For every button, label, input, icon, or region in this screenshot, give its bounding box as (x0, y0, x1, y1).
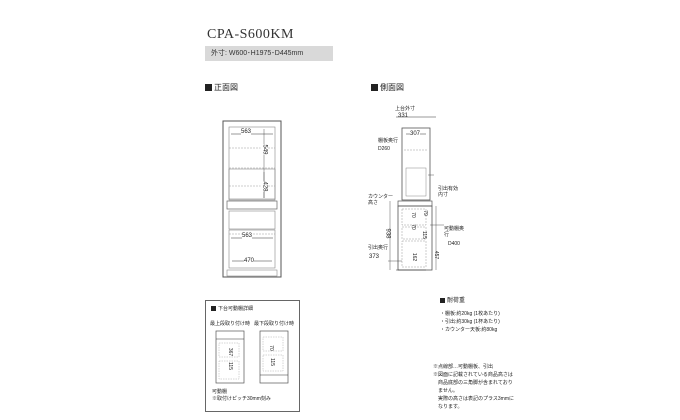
side-dim-4: 115 (420, 231, 427, 239)
side-view-heading: 側面図 (371, 82, 404, 93)
load-item-shelf: ・棚板:約20kg (1枚あたり) (440, 311, 500, 317)
side-dim-2: 70 (409, 224, 416, 230)
detail-movable-label: 可動棚 (212, 389, 228, 395)
detail-dim-6: 115 (268, 358, 275, 366)
front-bottom-width: 470 (244, 258, 255, 265)
note-line: ※図面に記載されている商品高さは (433, 372, 513, 378)
square-bullet-icon (211, 306, 216, 311)
inner-depth: 307 (410, 131, 421, 138)
front-view-title: 正面図 (214, 83, 238, 92)
detail-col1-label: 最上段取り付け時 (210, 321, 251, 327)
square-bullet-icon (205, 84, 212, 91)
movable-shelf-detail-box: 下台可動棚詳細 最上段取り付け時 最下段取り付け時 367 115 70 115… (205, 300, 300, 412)
notes-block: ※点線部…可動棚板、引出 ※図面に記載されている商品高さは 商品底部の三角脚が含… (433, 363, 514, 411)
detail-dim-2: 115 (226, 362, 233, 370)
note-line: 実際の高さは表記のプラス3mmに (433, 396, 515, 402)
front-lower-width: 563 (242, 233, 253, 240)
note-line: ※点線部…可動棚板、引出 (433, 364, 494, 370)
side-view-drawing (388, 116, 444, 271)
outer-dimensions: 外寸: W600･H1975･D445mm (205, 46, 333, 61)
counter-height-label: カウンター高さ (368, 194, 394, 206)
front-view-heading: 正面図 (205, 82, 238, 93)
detail-heading: 下台可動棚詳細 (211, 306, 253, 312)
shelf-depth-label: 棚板奥行 (378, 138, 399, 144)
model-title: CPA-S600KM (207, 27, 294, 42)
side-dim-3: 70 (409, 212, 416, 218)
detail-col2-label: 最下段取り付け時 (254, 321, 295, 327)
detail-dim-5: 70 (267, 345, 274, 351)
load-heading-text: 耐荷重 (447, 298, 466, 304)
detail-heading-text: 下台可動棚詳細 (218, 306, 254, 312)
detail-dim-1: 367 (227, 347, 234, 357)
side-view-title: 側面図 (380, 83, 404, 92)
shelf-depth-value: D260 (378, 146, 390, 152)
side-dim-1: 79 (421, 210, 428, 216)
drawer-depth-label: 引出奥行 (368, 245, 389, 251)
movable-shelf-value: D400 (448, 241, 460, 247)
upper-outer-value: 331 (398, 113, 409, 119)
note-line: 商品底部の三角脚が含まれており (433, 380, 513, 386)
note-line: ません。 (433, 388, 458, 394)
drawer-depth-value: 373 (369, 254, 380, 260)
load-heading: 耐荷重 (440, 298, 465, 305)
note-line: なります。 (433, 404, 463, 410)
side-dim-6: 457 (433, 250, 440, 260)
front-upper-height: 549 (260, 144, 268, 155)
front-middle-height: 428 (260, 181, 268, 192)
upper-outer-label: 上台外寸 (395, 106, 416, 112)
counter-height-value: 938 (384, 228, 391, 239)
detail-pitch-note: ※取付けピッチ30mm刻み (212, 396, 271, 402)
square-bullet-icon (440, 298, 445, 303)
load-item-drawer: ・引出:約30kg (1杯あたり) (440, 319, 500, 325)
side-dim-5: 162 (411, 252, 418, 262)
detail-drawing (215, 330, 289, 384)
load-item-counter: ・カウンター天板:約80kg (440, 327, 498, 333)
square-bullet-icon (371, 84, 378, 91)
front-top-width: 563 (241, 129, 252, 136)
front-view-drawing (222, 120, 282, 278)
movable-shelf-label: 可動棚奥行 (444, 226, 465, 238)
drawer-inner-label: 引出有効内寸 (438, 186, 459, 198)
